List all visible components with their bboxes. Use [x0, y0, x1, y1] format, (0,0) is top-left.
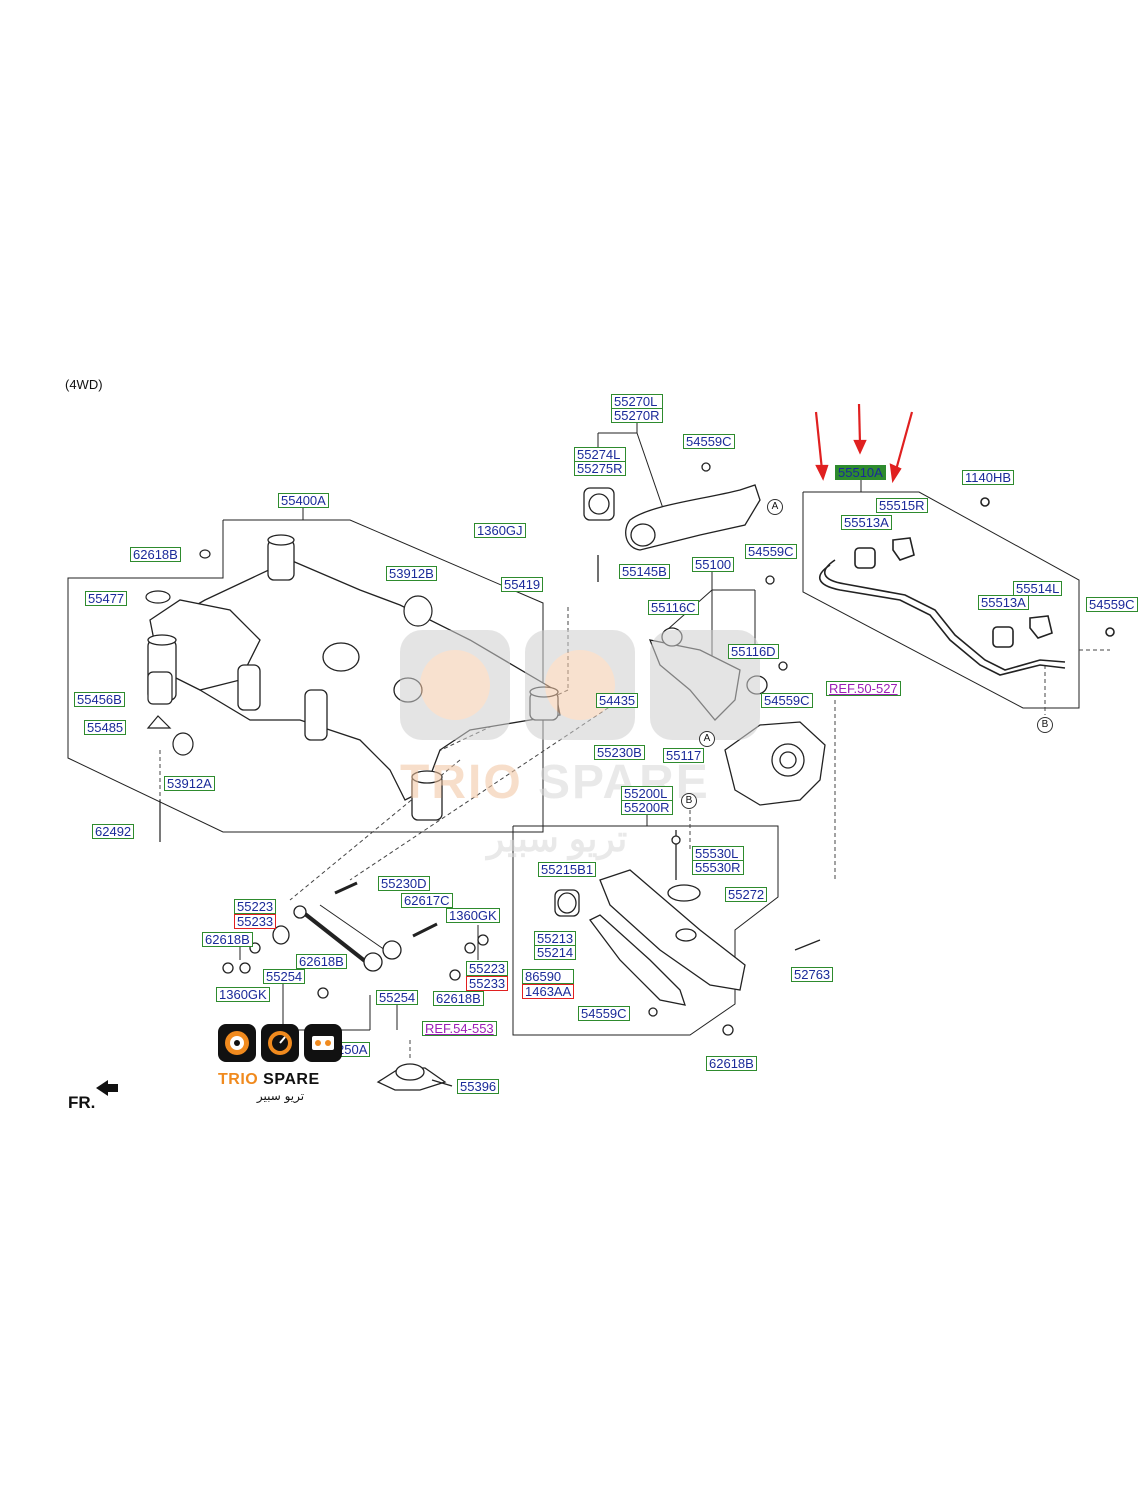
- ref-link-50-527[interactable]: REF.50-527: [826, 681, 901, 696]
- front-arrow-shape: [96, 1080, 118, 1096]
- part-label-55254-b[interactable]: 55254: [376, 990, 419, 1005]
- part-label-55485[interactable]: 55485: [84, 720, 127, 735]
- part-label-62492[interactable]: 62492: [92, 824, 135, 839]
- part-label-55513a-top[interactable]: 55513A: [841, 515, 892, 530]
- part-label-55117[interactable]: 55117: [663, 748, 705, 763]
- variant-label: (4WD): [65, 377, 103, 392]
- part-label-55145b[interactable]: 55145B: [619, 564, 670, 579]
- subframe-group-outline: [67, 519, 544, 833]
- part-label-55272[interactable]: 55272: [725, 887, 768, 902]
- part-label-55419[interactable]: 55419: [501, 577, 544, 592]
- part-label-62618b-left[interactable]: 62618B: [130, 547, 181, 562]
- part-label-54559c-right[interactable]: 54559C: [1086, 597, 1138, 612]
- part-label-55116c[interactable]: 55116C: [648, 600, 699, 615]
- part-label-62618b-mid[interactable]: 62618B: [296, 954, 347, 969]
- part-label-55215b1[interactable]: 55215B1: [538, 862, 597, 877]
- part-label-53912a[interactable]: 53912A: [164, 776, 215, 791]
- part-label-54559c-bottom[interactable]: 54559C: [578, 1006, 630, 1021]
- part-label-55510a-highlighted[interactable]: 55510A: [835, 465, 886, 480]
- part-label-62617c[interactable]: 62617C: [401, 893, 453, 908]
- disc-brake-icon: [218, 1024, 256, 1062]
- part-label-55477[interactable]: 55477: [85, 591, 128, 606]
- part-label-55230b[interactable]: 55230B: [594, 745, 645, 760]
- part-label-55254-a[interactable]: 55254: [263, 969, 306, 984]
- part-label-53912b[interactable]: 53912B: [386, 566, 437, 581]
- part-label-54435[interactable]: 54435: [596, 693, 639, 708]
- part-label-54559c-top[interactable]: 54559C: [683, 434, 735, 449]
- part-label-55456b[interactable]: 55456B: [74, 692, 125, 707]
- part-label-55100[interactable]: 55100: [692, 557, 735, 572]
- callout-b-right: B: [1037, 717, 1053, 733]
- speedometer-icon: [261, 1024, 299, 1062]
- part-label-55400a[interactable]: 55400A: [278, 493, 329, 508]
- ref-link-54-553[interactable]: REF.54-553: [422, 1021, 497, 1036]
- part-label-55230d[interactable]: 55230D: [378, 876, 430, 891]
- part-label-55515r[interactable]: 55515R: [876, 498, 928, 513]
- part-label-52763[interactable]: 52763: [791, 967, 834, 982]
- part-label-55116d[interactable]: 55116D: [728, 644, 779, 659]
- engine-icon: [304, 1024, 342, 1062]
- brand-logo: TRIO SPARE تريو سبير: [218, 1024, 343, 1103]
- part-label-55514l[interactable]: 55514L: [1013, 581, 1063, 596]
- part-label-1360gk-low[interactable]: 1360GK: [216, 987, 270, 1002]
- part-label-1360gk-top[interactable]: 1360GK: [446, 908, 500, 923]
- part-label-1140hb[interactable]: 1140HB: [962, 470, 1015, 485]
- part-label-62618b-left2[interactable]: 62618B: [202, 932, 253, 947]
- part-label-55396[interactable]: 55396: [457, 1079, 500, 1094]
- callout-a-mid: A: [699, 731, 715, 747]
- stabilizer-group-outline: [802, 491, 1080, 709]
- callout-b-top: B: [681, 793, 697, 809]
- front-marker: FR.: [68, 1093, 96, 1112]
- part-label-62618b-mid2[interactable]: 62618B: [433, 991, 484, 1006]
- part-label-1360gj[interactable]: 1360GJ: [474, 523, 526, 538]
- part-label-54559c-mid[interactable]: 54559C: [745, 544, 797, 559]
- callout-a-top: A: [767, 499, 783, 515]
- part-label-54559c-knuckle[interactable]: 54559C: [761, 693, 813, 708]
- part-label-62618b-bottom[interactable]: 62618B: [706, 1056, 757, 1071]
- part-label-55513a-low[interactable]: 55513A: [978, 595, 1029, 610]
